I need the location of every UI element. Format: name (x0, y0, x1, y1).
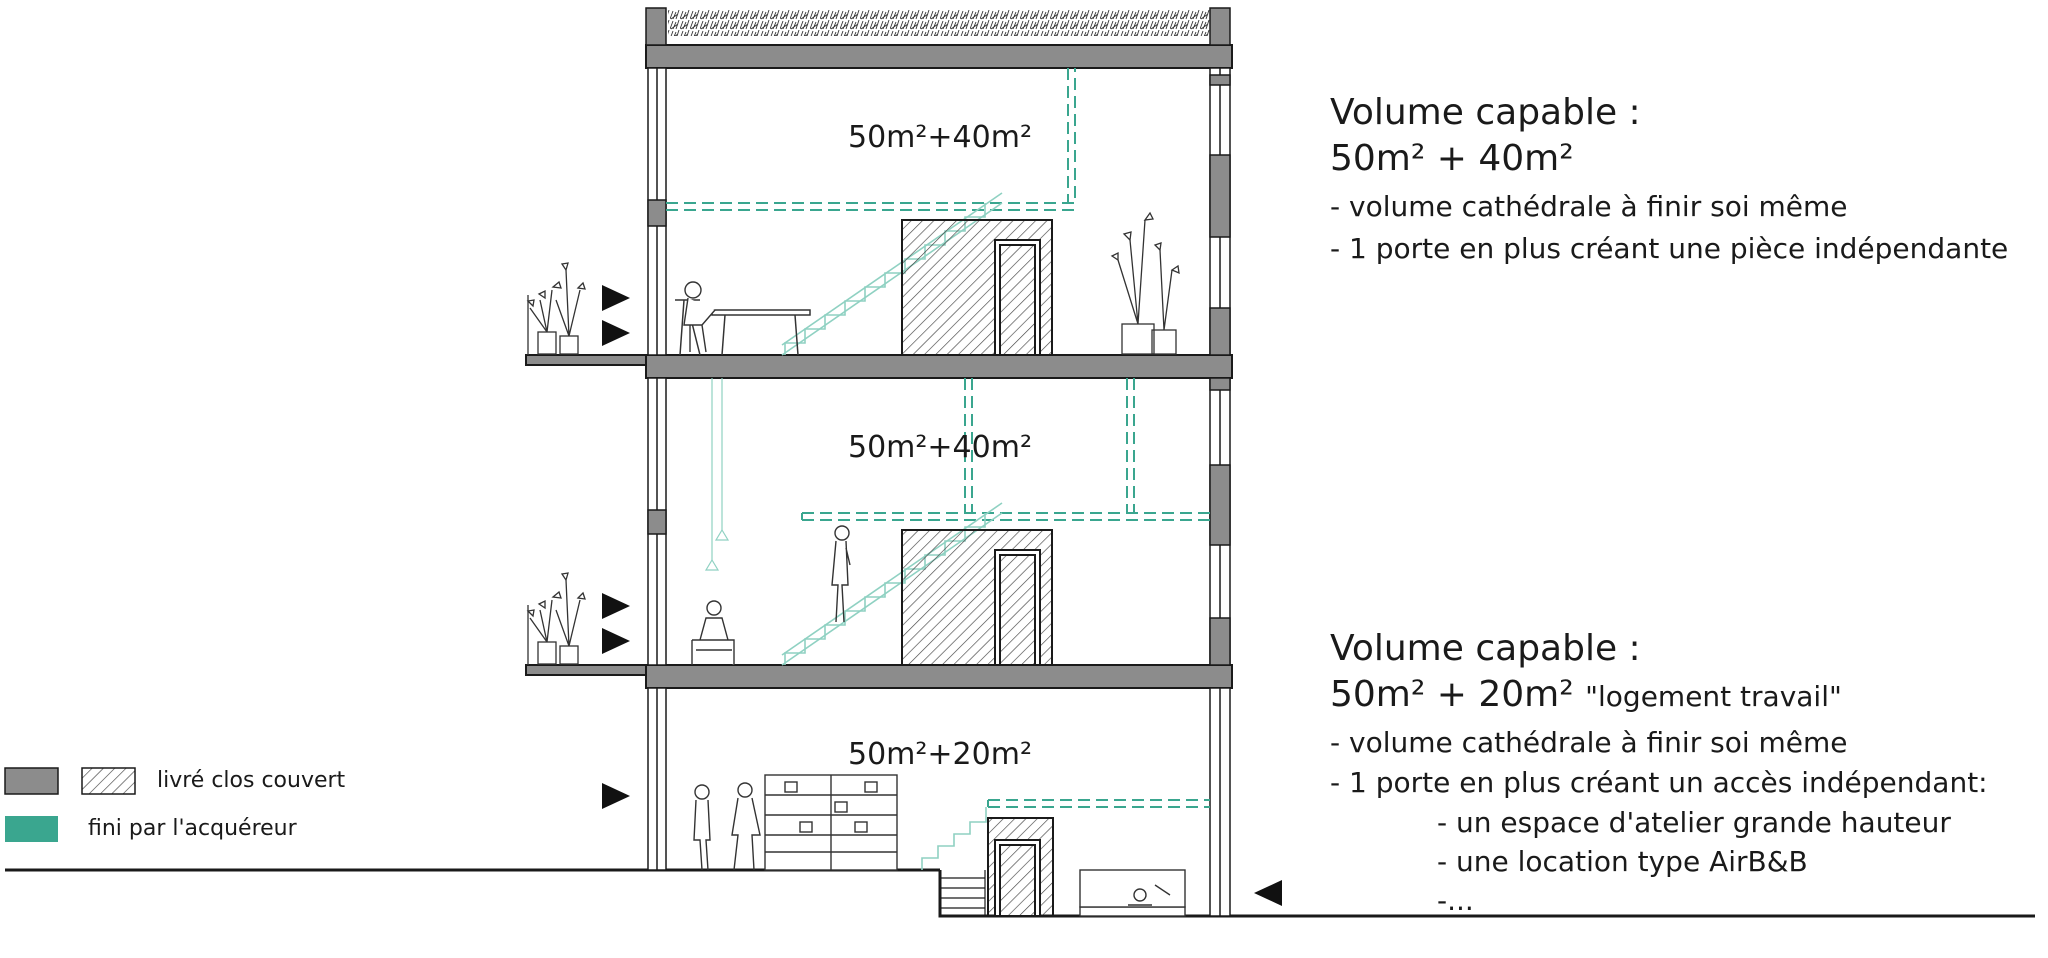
floor-slabs (525, 44, 1233, 689)
legend-label-livre-clos-couvert: livré clos couvert (157, 768, 346, 793)
desk-person-icon (1079, 869, 1186, 917)
arrow-right-icon (602, 285, 630, 311)
person-standing-icon (831, 525, 851, 623)
arrow-right-icon (602, 320, 630, 346)
note-upper-line: - 1 porte en plus créant une pièce indép… (1330, 232, 2009, 265)
surface-text: 50m² + 20m² (1330, 674, 1574, 715)
note-lower-surface: 50m² + 20m² "logement travail" (1330, 674, 1842, 715)
bookshelf (764, 774, 898, 871)
floor-area-label-middle: 50m²+40m² (848, 430, 1032, 465)
visitors-icon (693, 782, 761, 871)
legend-label-fini-par-acquereur: fini par l'acquéreur (88, 816, 297, 841)
left-facade (645, 7, 667, 871)
note-lower-line: -... (1437, 884, 1474, 917)
service-cores (901, 219, 1054, 917)
legend-swatch-green (5, 816, 58, 842)
arrow-right-icon (602, 593, 630, 619)
entrance-arrows (602, 285, 1282, 906)
note-lower-line: - 1 porte en plus créant un accès indépe… (1330, 766, 1988, 799)
floor-area-label-ground: 50m²+20m² (848, 737, 1032, 772)
arrow-right-icon (602, 783, 630, 809)
planter-plants (526, 211, 1180, 665)
note-upper-surface: 50m² + 40m² (1330, 138, 1574, 179)
surface-text: 50m² + 40m² (1330, 138, 1574, 179)
note-lower-line: - volume cathédrale à finir soi même (1330, 726, 1848, 759)
right-facade (1209, 7, 1231, 917)
note-lower-line: - une location type AirB&B (1437, 845, 1808, 878)
note-upper-line: - volume cathédrale à finir soi même (1330, 190, 1848, 223)
note-lower-title: Volume capable : (1330, 628, 1641, 669)
note-lower-line: - un espace d'atelier grande hauteur (1437, 806, 1951, 839)
pendant-lamp (704, 378, 730, 571)
note-upper-title: Volume capable : (1330, 92, 1641, 133)
arrow-right-icon (602, 628, 630, 654)
floor-area-label-top: 50m²+40m² (848, 120, 1032, 155)
mezzanines-fini-par-acquereur (666, 68, 1210, 808)
stairs (781, 192, 1003, 870)
legend-swatch-grey (4, 767, 59, 795)
surface-qualifier: "logement travail" (1585, 680, 1842, 713)
legend-swatch-hatch (81, 767, 136, 795)
arrow-left-icon (1254, 880, 1282, 906)
person-seated-table-icon (683, 281, 716, 353)
green-roof (668, 10, 1210, 36)
exterior-steps (940, 870, 986, 916)
armchair-person-icon (691, 600, 735, 665)
